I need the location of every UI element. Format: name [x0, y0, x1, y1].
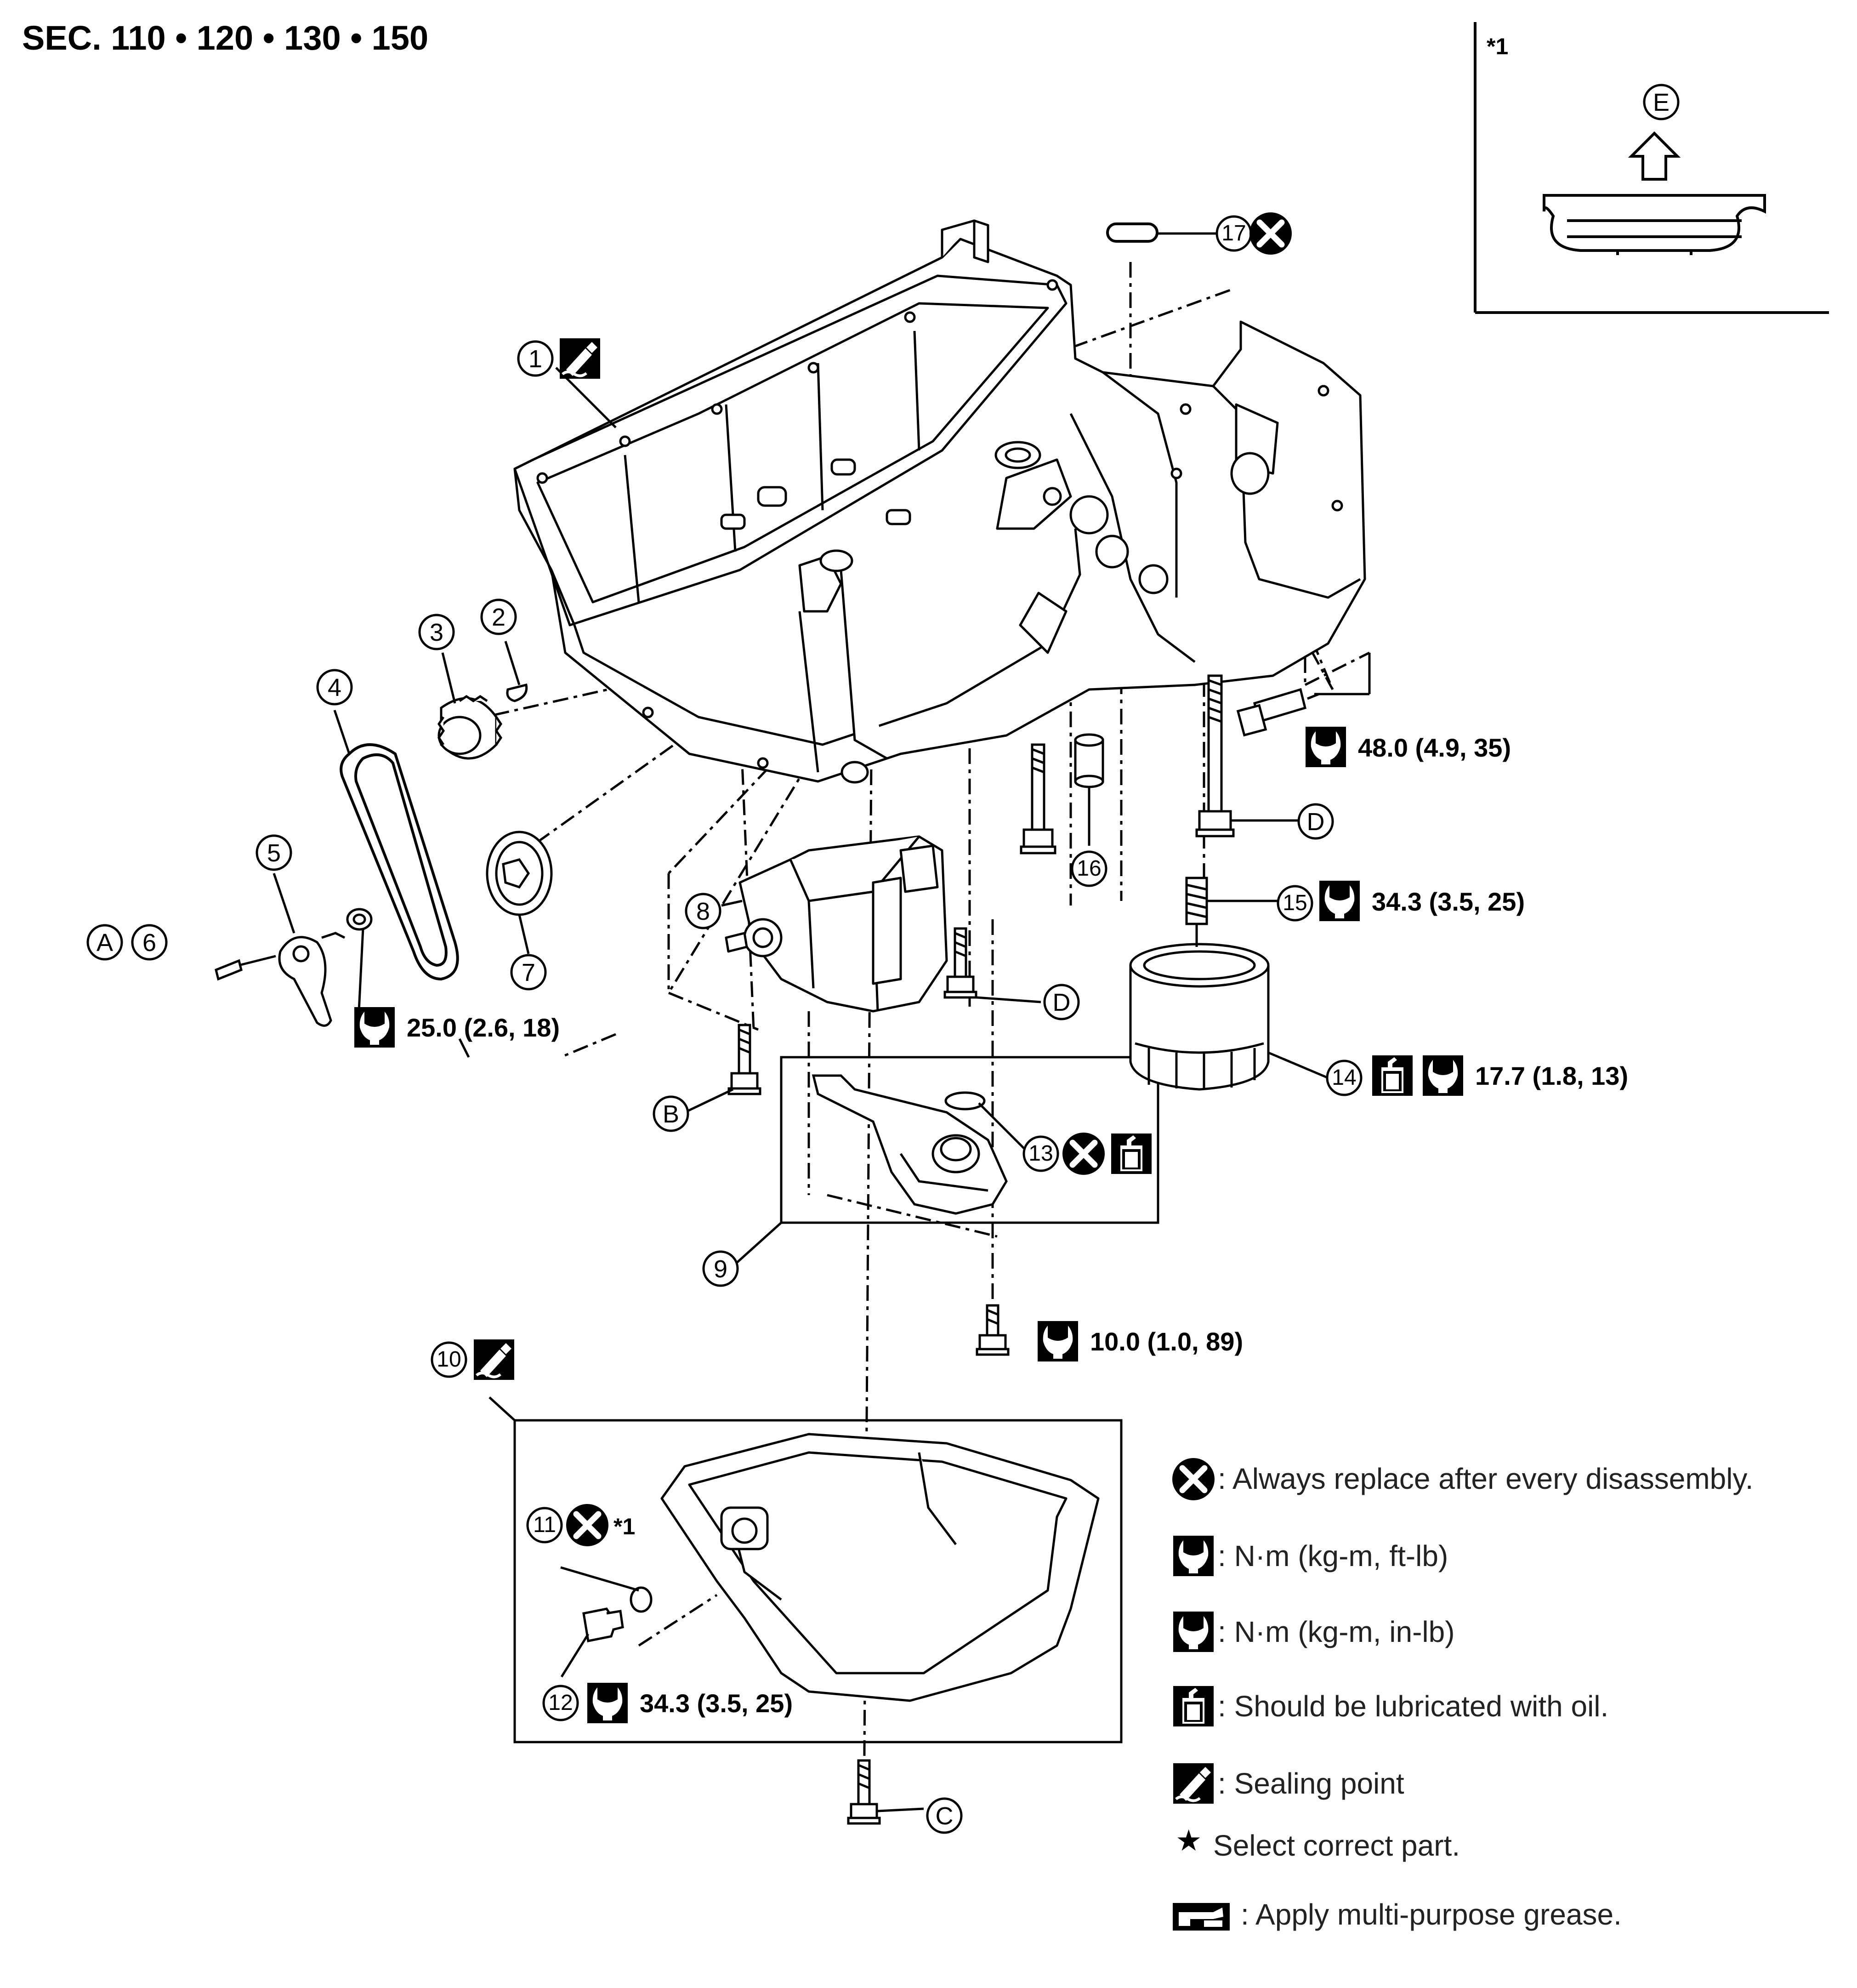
callout-16: 16 — [1077, 856, 1102, 881]
ref-letter-E: E — [1653, 89, 1670, 116]
dowel-16 — [1074, 733, 1104, 788]
legend-lubricate: : Should be lubricated with oil. — [1218, 1690, 1609, 1723]
callout-15: 15 — [1283, 891, 1307, 915]
oil-can-icon — [1372, 1055, 1413, 1096]
circle-x-icon — [566, 1504, 608, 1546]
torque-spec-48: 48.0 (4.9, 35) — [1358, 733, 1511, 762]
upper-pan-holes — [536, 279, 1343, 784]
drain-washer-11 — [630, 1586, 653, 1613]
legend-nm-inlb: : N·m (kg-m, in-lb) — [1218, 1615, 1455, 1648]
oil-can-icon — [1111, 1134, 1152, 1174]
torque-wrench-filled-icon — [1038, 1321, 1078, 1361]
sprocket-7 — [486, 831, 553, 916]
torque-wrench-icon — [587, 1683, 628, 1723]
oil-pump-8 — [725, 835, 948, 1013]
torque-wrench-icon — [354, 1007, 395, 1048]
long-bolt-D-right — [1195, 674, 1235, 837]
callout-2: 2 — [491, 604, 506, 631]
callout-10: 10 — [437, 1347, 461, 1372]
legend-replace: : Always replace after every disassembly… — [1218, 1462, 1754, 1495]
callout-4: 4 — [327, 674, 342, 701]
legend-select: Select correct part. — [1213, 1829, 1460, 1862]
sealant-icon — [1173, 1763, 1214, 1804]
callout-17: 17 — [1221, 221, 1246, 245]
oil-filter-14 — [1129, 943, 1270, 1091]
torque-spec-10: 10.0 (1.0, 89) — [1090, 1327, 1244, 1356]
ref-letter-D-upper: D — [1306, 808, 1325, 836]
bolt-48nm — [1236, 688, 1319, 737]
oil-strainer-9 — [812, 1074, 1008, 1215]
torque-wrench-filled-icon — [1173, 1612, 1214, 1652]
pin-6 — [215, 959, 243, 981]
circle-x-icon — [1172, 1458, 1215, 1500]
torque-spec-25: 25.0 (2.6, 18) — [407, 1013, 560, 1042]
legend-nm-ftlb: : N·m (kg-m, ft-lb) — [1218, 1539, 1448, 1572]
upper-oil-pan — [513, 219, 1366, 783]
asterisk-ref-11: *1 — [613, 1514, 636, 1539]
woodruff-key-2 — [506, 683, 528, 702]
sprocket-3 — [437, 695, 503, 760]
inset-gasket — [1543, 194, 1766, 255]
long-bolt-D-center — [1020, 743, 1056, 854]
star-icon: ★ — [1176, 1824, 1202, 1858]
solid-leaders — [273, 367, 1371, 1812]
sealant-icon — [560, 338, 600, 379]
callout-3: 3 — [429, 619, 444, 646]
inset-panel — [1474, 22, 1829, 314]
nut-25nm — [346, 908, 373, 931]
torque-spec-34-drain: 34.3 (3.5, 25) — [640, 1689, 793, 1718]
bolt-B — [727, 1024, 761, 1095]
legend-grease: : Apply multi-purpose grease. — [1241, 1898, 1622, 1931]
lower-pan-box — [513, 1419, 1123, 1743]
callout-11: 11 — [533, 1513, 556, 1537]
ref-letter-C: C — [935, 1802, 954, 1830]
callout-8: 8 — [696, 898, 710, 925]
bolt-10nm — [976, 1304, 1010, 1356]
strainer-o-ring — [944, 1091, 986, 1111]
ref-letter-D-lower: D — [1052, 989, 1071, 1016]
o-ring-17 — [1106, 222, 1158, 243]
lower-oil-pan-10 — [660, 1433, 1100, 1702]
bolt-D-lower — [943, 927, 977, 999]
torque-spec-34-filter: 34.3 (3.5, 25) — [1372, 887, 1525, 916]
circle-x-icon — [1249, 212, 1292, 255]
sealant-icon — [474, 1339, 514, 1380]
callout-9: 9 — [713, 1255, 728, 1283]
strainer-box — [780, 1056, 1159, 1224]
torque-wrench-icon — [1423, 1055, 1463, 1096]
torque-wrench-icon — [1306, 727, 1346, 767]
inset-label: *1 — [1487, 34, 1509, 59]
torque-wrench-icon — [1173, 1536, 1214, 1576]
ref-letter-B: B — [662, 1100, 680, 1128]
grease-icon — [1173, 1903, 1230, 1931]
bolt-C — [847, 1759, 881, 1825]
callout-14: 14 — [1332, 1065, 1357, 1090]
ref-letter-A: A — [96, 929, 114, 957]
callout-13: 13 — [1028, 1141, 1053, 1166]
tensioner-5 — [278, 932, 346, 1027]
callout-1: 1 — [528, 345, 543, 373]
torque-wrench-icon — [1319, 881, 1360, 921]
legend-sealing: : Sealing point — [1218, 1767, 1404, 1800]
chain-4 — [340, 743, 459, 981]
circle-x-icon — [1062, 1133, 1105, 1175]
leader-6 — [239, 955, 276, 967]
up-arrow-icon — [1628, 131, 1681, 181]
callout-5: 5 — [267, 839, 281, 867]
section-title: SEC. 110 • 120 • 130 • 150 — [22, 19, 429, 57]
torque-spec-17: 17.7 (1.8, 13) — [1475, 1061, 1629, 1090]
callout-6: 6 — [142, 929, 157, 957]
callout-12: 12 — [548, 1691, 573, 1715]
oil-can-icon — [1173, 1686, 1214, 1726]
callout-7: 7 — [521, 959, 536, 986]
filter-stud-15 — [1185, 877, 1208, 947]
